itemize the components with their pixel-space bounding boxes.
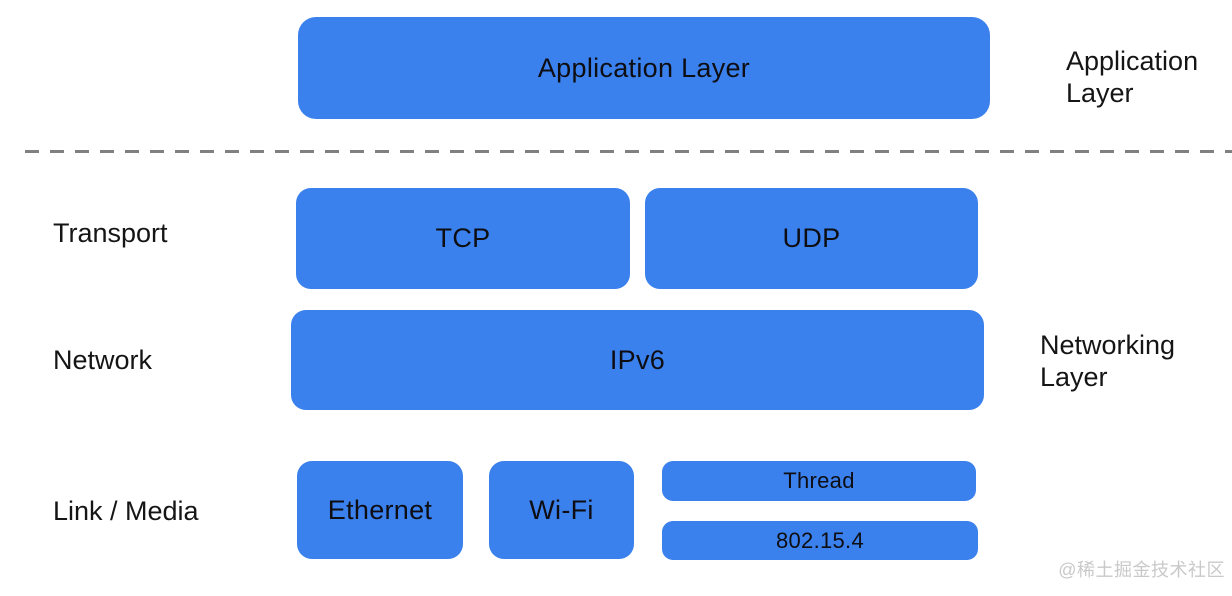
side-label-networking-layer: Networking Layer [1040,330,1176,392]
ieee-802-15-4-box: 802.15.4 [662,521,978,560]
row-label-network: Network [53,345,153,375]
row-label-transport: Transport [53,218,168,248]
dashed-divider [25,150,1232,153]
application-layer-box: Application Layer [298,17,990,119]
side-label-application-layer: Application Layer [1066,46,1199,108]
udp-box: UDP [645,188,978,289]
row-label-link-media: Link / Media [53,496,199,526]
tcp-box: TCP [296,188,630,289]
wifi-box: Wi-Fi [489,461,634,559]
watermark: @稀土掘金技术社区 [1058,560,1225,580]
thread-box: Thread [662,461,976,501]
ethernet-box: Ethernet [297,461,463,559]
ipv6-box: IPv6 [291,310,984,410]
